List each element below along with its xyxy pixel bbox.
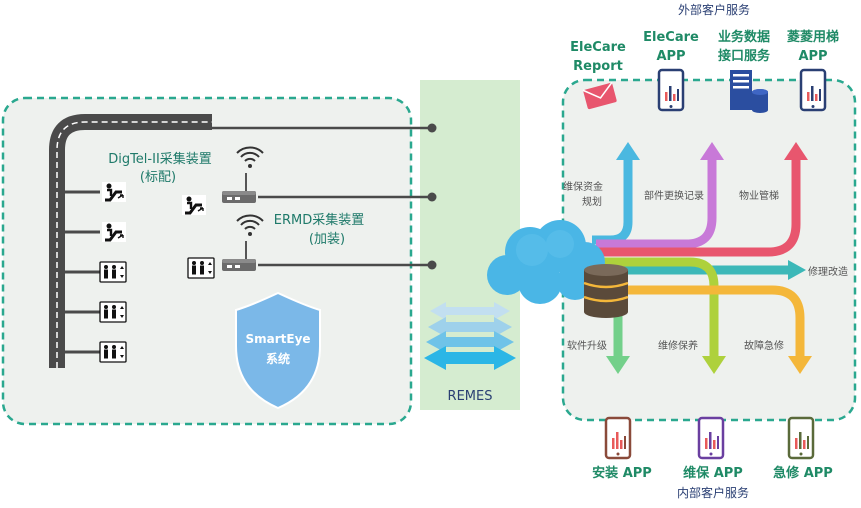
database-icon [583,264,629,318]
elevator-icon [99,261,127,283]
elecare-report-label-line2: Report [573,59,623,74]
flow-label-fund-line2: 规划 [582,195,602,208]
ermd-label: ERMD采集装置 [274,212,364,228]
flow-arrows [592,158,805,358]
branch-ticks [65,190,100,354]
shield-icon [235,291,321,410]
lingling-app-label-line2: APP [798,49,827,64]
lingling-app-label: 菱菱用梯 [787,29,839,45]
flow-arrow-purple [596,158,717,249]
flow-arrow-orange [604,285,805,358]
server-icon [730,70,768,113]
escalator-icon [100,180,128,204]
digtel-label: DigTel-II采集装置 [108,151,212,167]
data-exchange-arrows [424,302,516,370]
digtel-sub-label: (标配) [140,170,176,185]
flow-label-emergency: 故障急修 [744,339,784,352]
escalator-icon [100,220,128,244]
external-services-title: 外部客户服务 [678,2,750,17]
maint-app-label: 维保 APP [683,465,743,481]
escalator-icon [180,193,208,217]
ermd-sub-label: (加装) [309,232,345,247]
elecare-app-label: EleCare [643,30,699,45]
connection-node [427,192,437,202]
maint-app-phone [697,416,725,460]
connection-node [427,123,437,133]
api-service-label-line2: 接口服务 [718,48,771,64]
remes-label: REMES [448,389,493,404]
install-app-phone [604,416,632,460]
elevator-icon [99,301,127,323]
phone-app-icon [657,68,685,112]
connection-node [427,260,437,270]
phone-app-icon [799,68,827,112]
flow-label-software: 软件升级 [567,339,607,352]
shield-title: SmartEye [245,332,310,346]
elecare-app-label-line2: APP [656,49,685,64]
elevator-icon [187,257,215,279]
flow-label-fund: 维保资金 [563,180,603,193]
envelope-icon [582,81,617,110]
elecare-report-label: EleCare [570,40,626,55]
install-app-label: 安装 APP [592,465,652,481]
internal-services-title: 内部客户服务 [677,485,749,500]
flow-label-maintenance: 维修保养 [658,339,698,352]
connection-lines [212,126,432,267]
flow-label-property: 物业管梯 [739,189,779,202]
shield-subtitle: 系统 [266,351,290,366]
arrow-heads [606,142,812,374]
elevator-icon [99,341,127,363]
flow-arrow-red [598,158,801,257]
repair-app-label: 急修 APP [773,465,833,481]
flow-label-parts: 部件更换记录 [644,189,704,202]
api-service-label: 业务数据 [718,29,770,45]
flow-label-retrofit: 修理改造 [808,265,848,278]
repair-app-phone [787,416,815,460]
